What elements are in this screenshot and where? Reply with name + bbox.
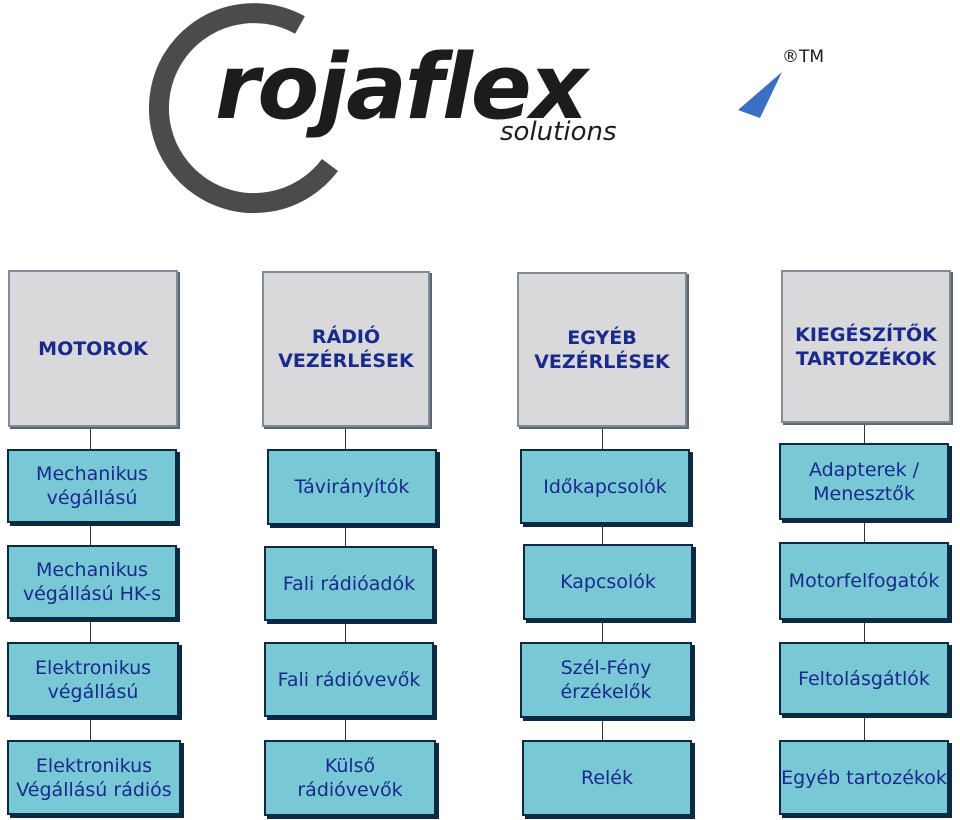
category-item: Mechanikus végállású HK-s xyxy=(7,545,177,619)
category-item-label: Távirányítók xyxy=(294,476,410,498)
connector xyxy=(602,524,603,544)
connector xyxy=(864,620,865,642)
category-item-label: Elektronikus végállású xyxy=(34,656,152,703)
connector xyxy=(602,718,603,740)
category-item-label: Egyéb tartozékok xyxy=(781,766,947,789)
connector xyxy=(90,620,91,642)
category-item-label: Elektronikus Végállású rádiós xyxy=(16,754,172,801)
connector xyxy=(90,718,91,740)
category-item: Elektronikus végállású xyxy=(7,642,179,717)
column-header-radio-vezerlesek: RÁDIÓ VEZÉRLÉSEK xyxy=(262,271,430,427)
logo-accent-triangle xyxy=(738,72,782,118)
category-item: Fali rádióvevők xyxy=(264,642,434,717)
category-item-label: Adapterek / Menesztők xyxy=(808,458,920,505)
logo-tagline: solutions xyxy=(500,117,617,147)
connector xyxy=(345,427,346,449)
logo-brand-text: rojaflex xyxy=(215,35,591,140)
category-item: Motorfelfogatók xyxy=(779,542,949,620)
category-item: Külső rádióvevők xyxy=(264,740,436,816)
category-item: Távirányítók xyxy=(267,449,437,525)
column-header-egyeb-vezerlesek: EGYÉB VEZÉRLÉSEK xyxy=(517,272,687,427)
connector xyxy=(864,715,865,740)
category-item: Fali rádióadók xyxy=(264,546,434,621)
category-item-label: Fali rádióvevők xyxy=(277,668,421,691)
category-item-label: Külső rádióvevők xyxy=(297,755,403,801)
category-item-label: Szél-Fény érzékelők xyxy=(560,657,652,703)
column-header-kiegeszitok-tartozekok: KIEGÉSZÍTŐK TARTOZÉKOK xyxy=(781,270,951,423)
category-item-label: Motorfelfogatók xyxy=(788,570,940,592)
category-item: Időkapcsolók xyxy=(520,449,690,524)
column-header-label: KIEGÉSZÍTŐK TARTOZÉKOK xyxy=(795,323,937,370)
category-item-label: Kapcsolók xyxy=(560,571,656,593)
connector xyxy=(90,524,91,546)
connector xyxy=(345,718,346,740)
connector xyxy=(345,622,346,642)
column-header-label: EGYÉB VEZÉRLÉSEK xyxy=(534,326,670,373)
category-item: Elektronikus Végállású rádiós xyxy=(7,740,181,815)
connector xyxy=(864,520,865,542)
category-item-label: Fali rádióadók xyxy=(282,572,416,595)
connector xyxy=(345,526,346,546)
category-item-label: Relék xyxy=(580,767,633,789)
category-item-label: Mechanikus végállású HK-s xyxy=(22,559,162,605)
connector xyxy=(602,620,603,642)
column-header-label: RÁDIÓ VEZÉRLÉSEK xyxy=(278,326,414,372)
category-item-label: Feltolásgátlók xyxy=(798,667,930,690)
category-item-label: Mechanikus végállású xyxy=(36,463,148,509)
column-header-motorok: MOTOROK xyxy=(8,270,178,427)
category-item: Feltolásgátlók xyxy=(779,642,949,715)
logo-trademark: ®TM xyxy=(782,47,824,67)
connector xyxy=(864,423,865,443)
connector xyxy=(602,427,603,449)
column-header-label: MOTOROK xyxy=(38,337,148,360)
category-item: Mechanikus végállású xyxy=(7,449,177,523)
category-item: Szél-Fény érzékelők xyxy=(520,642,692,718)
category-item-label: Időkapcsolók xyxy=(543,475,667,498)
category-item: Adapterek / Menesztők xyxy=(779,443,949,520)
category-item: Egyéb tartozékok xyxy=(779,740,949,815)
connector xyxy=(90,427,91,449)
rojaflex-logo: rojaflex solutions ®TM xyxy=(149,3,824,214)
category-item: Relék xyxy=(522,740,692,816)
category-item: Kapcsolók xyxy=(523,544,693,620)
